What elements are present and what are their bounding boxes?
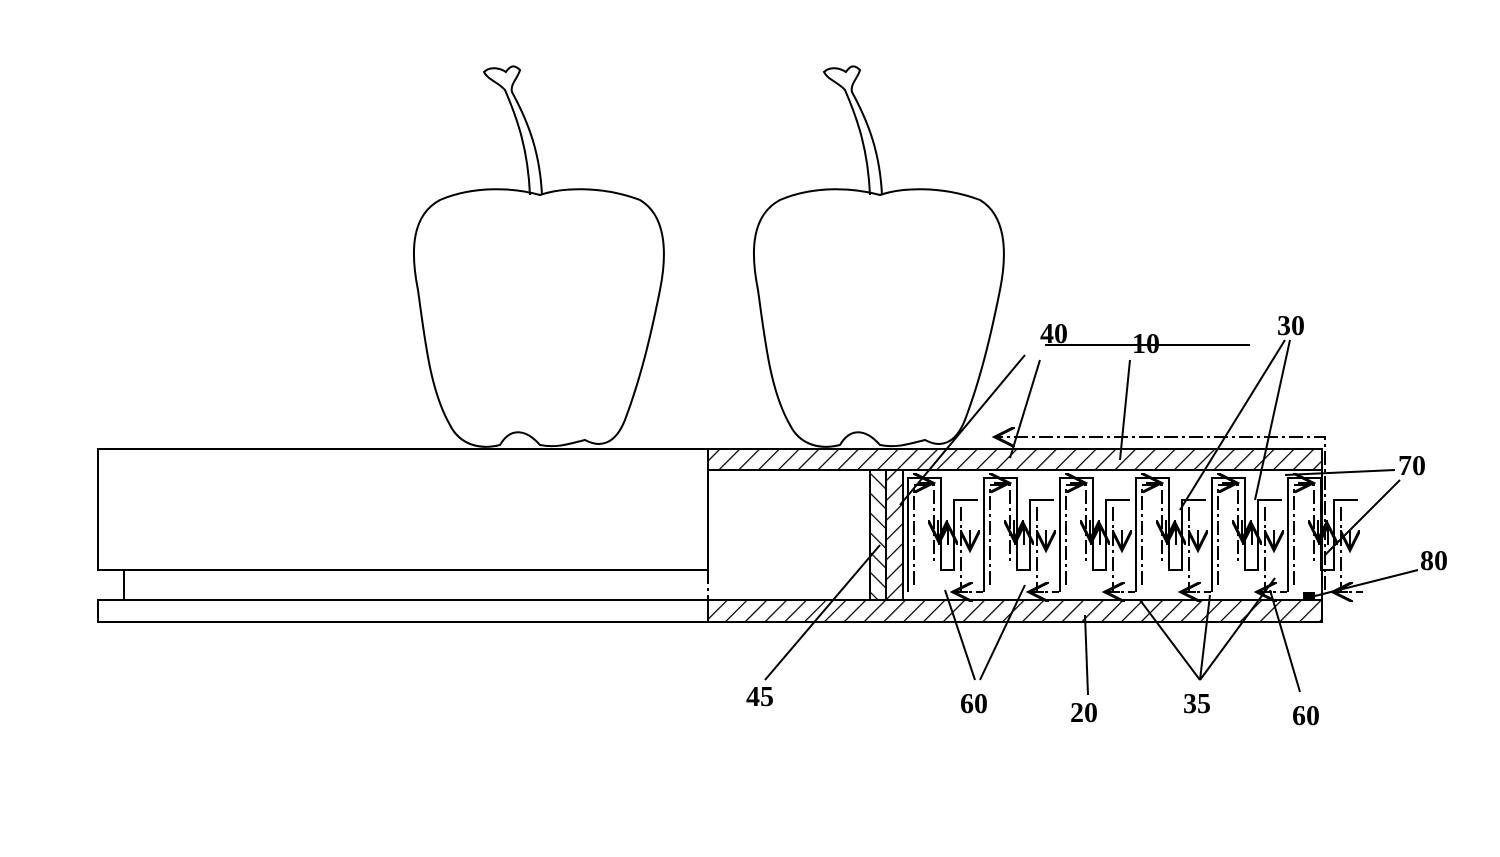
channel-path: [1135, 477, 1206, 592]
channel-path: [1211, 477, 1282, 592]
label-10: 10: [1132, 329, 1160, 360]
label-40: 40: [1040, 319, 1068, 350]
top-plate-10: [707, 448, 1323, 471]
label-80: 80: [1420, 546, 1448, 577]
channel-path: [989, 484, 1011, 585]
apple-left: [413, 65, 665, 448]
label-30: 30: [1277, 311, 1305, 342]
channel-path: [1293, 484, 1315, 585]
channel-path: [1141, 484, 1163, 585]
channel-path: [1217, 484, 1239, 585]
apple-right: [753, 65, 1005, 448]
channel-path: [907, 477, 978, 592]
part-80: [1303, 592, 1315, 600]
bottom-plate-20: [707, 599, 1323, 623]
label-70: 70: [1398, 451, 1426, 482]
label-20: 20: [1070, 698, 1098, 729]
channel-path: [1112, 507, 1135, 593]
leader-lines: [764, 339, 1419, 696]
channel-path: [983, 477, 1054, 592]
channel-path: [1036, 507, 1059, 593]
channel-path: [913, 484, 935, 585]
channel-path: [1188, 507, 1211, 593]
channel-path: [960, 507, 983, 593]
label-60-left: 60: [960, 689, 988, 720]
return-flow-arrow: [995, 437, 1326, 590]
label-60-right: 60: [1292, 701, 1320, 732]
conveyor-body: [97, 448, 709, 623]
heat-exchange-channels: [907, 477, 1363, 593]
label-45: 45: [746, 682, 774, 713]
channel-path: [1065, 484, 1087, 585]
wall-45: [869, 469, 904, 601]
channel-path: [1059, 477, 1130, 592]
channel-path: [1287, 477, 1358, 592]
label-35: 35: [1183, 689, 1211, 720]
channel-path: [1264, 507, 1287, 593]
